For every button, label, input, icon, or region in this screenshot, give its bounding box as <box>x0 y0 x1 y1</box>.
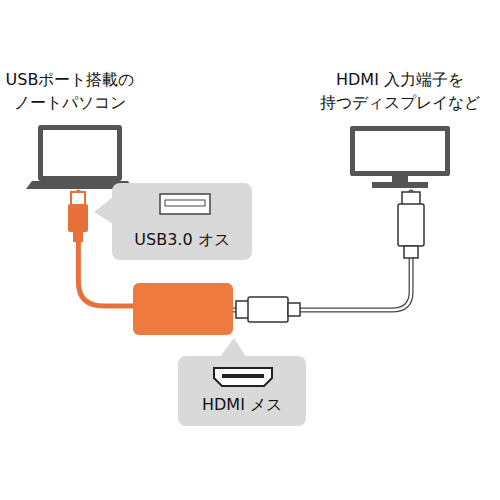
hdmi-plug-relief <box>288 303 300 316</box>
callout-label: HDMI メス <box>178 395 306 415</box>
hdmi-plug-tip <box>402 192 420 205</box>
callout-box: USB3.0 オス <box>112 183 252 260</box>
monitor-frame <box>350 126 450 176</box>
laptop-node: USBポート搭載の ノートパソコン <box>0 68 140 192</box>
cable <box>232 192 411 310</box>
callout-pointer <box>220 338 246 357</box>
hdmi-plug-tip <box>236 301 249 318</box>
usb-plug <box>68 192 88 242</box>
monitor-icon <box>350 126 450 188</box>
hdmi-plug <box>398 192 424 258</box>
device-heading: HDMI 入力端子を 持つディスプレイなど <box>312 68 488 114</box>
hdmi-port-contacts <box>222 374 264 378</box>
hdmi-plug <box>236 297 300 322</box>
display-node: HDMI 入力端子を 持つディスプレイなど <box>312 68 488 192</box>
usb-plug-body <box>68 204 88 232</box>
callout-label: USB3.0 オス <box>112 230 252 250</box>
monitor-stand <box>372 182 428 188</box>
laptop-display <box>43 130 117 176</box>
laptop-icon <box>26 125 134 189</box>
usb-port-frame <box>160 194 210 214</box>
monitor-neck <box>392 176 408 182</box>
hdmi-plug-body <box>248 297 288 322</box>
monitor-screen <box>355 131 445 171</box>
usb-plug-relief <box>73 231 83 242</box>
cable <box>232 192 411 310</box>
callout-box: HDMI メス <box>178 356 306 426</box>
laptop-screen <box>38 125 122 181</box>
adapter-body <box>133 283 233 335</box>
usb-plug-tip <box>71 192 85 205</box>
hdmi-plug-body <box>398 204 424 246</box>
hdmi-port-icon <box>214 368 272 386</box>
hdmi-plug-relief <box>404 246 418 258</box>
device-heading: USBポート搭載の ノートパソコン <box>0 68 140 114</box>
hdmi-port-frame <box>214 368 272 386</box>
usb-port-icon <box>160 194 210 214</box>
callout-pointer <box>94 197 113 224</box>
usb-port-tongue <box>165 200 205 206</box>
